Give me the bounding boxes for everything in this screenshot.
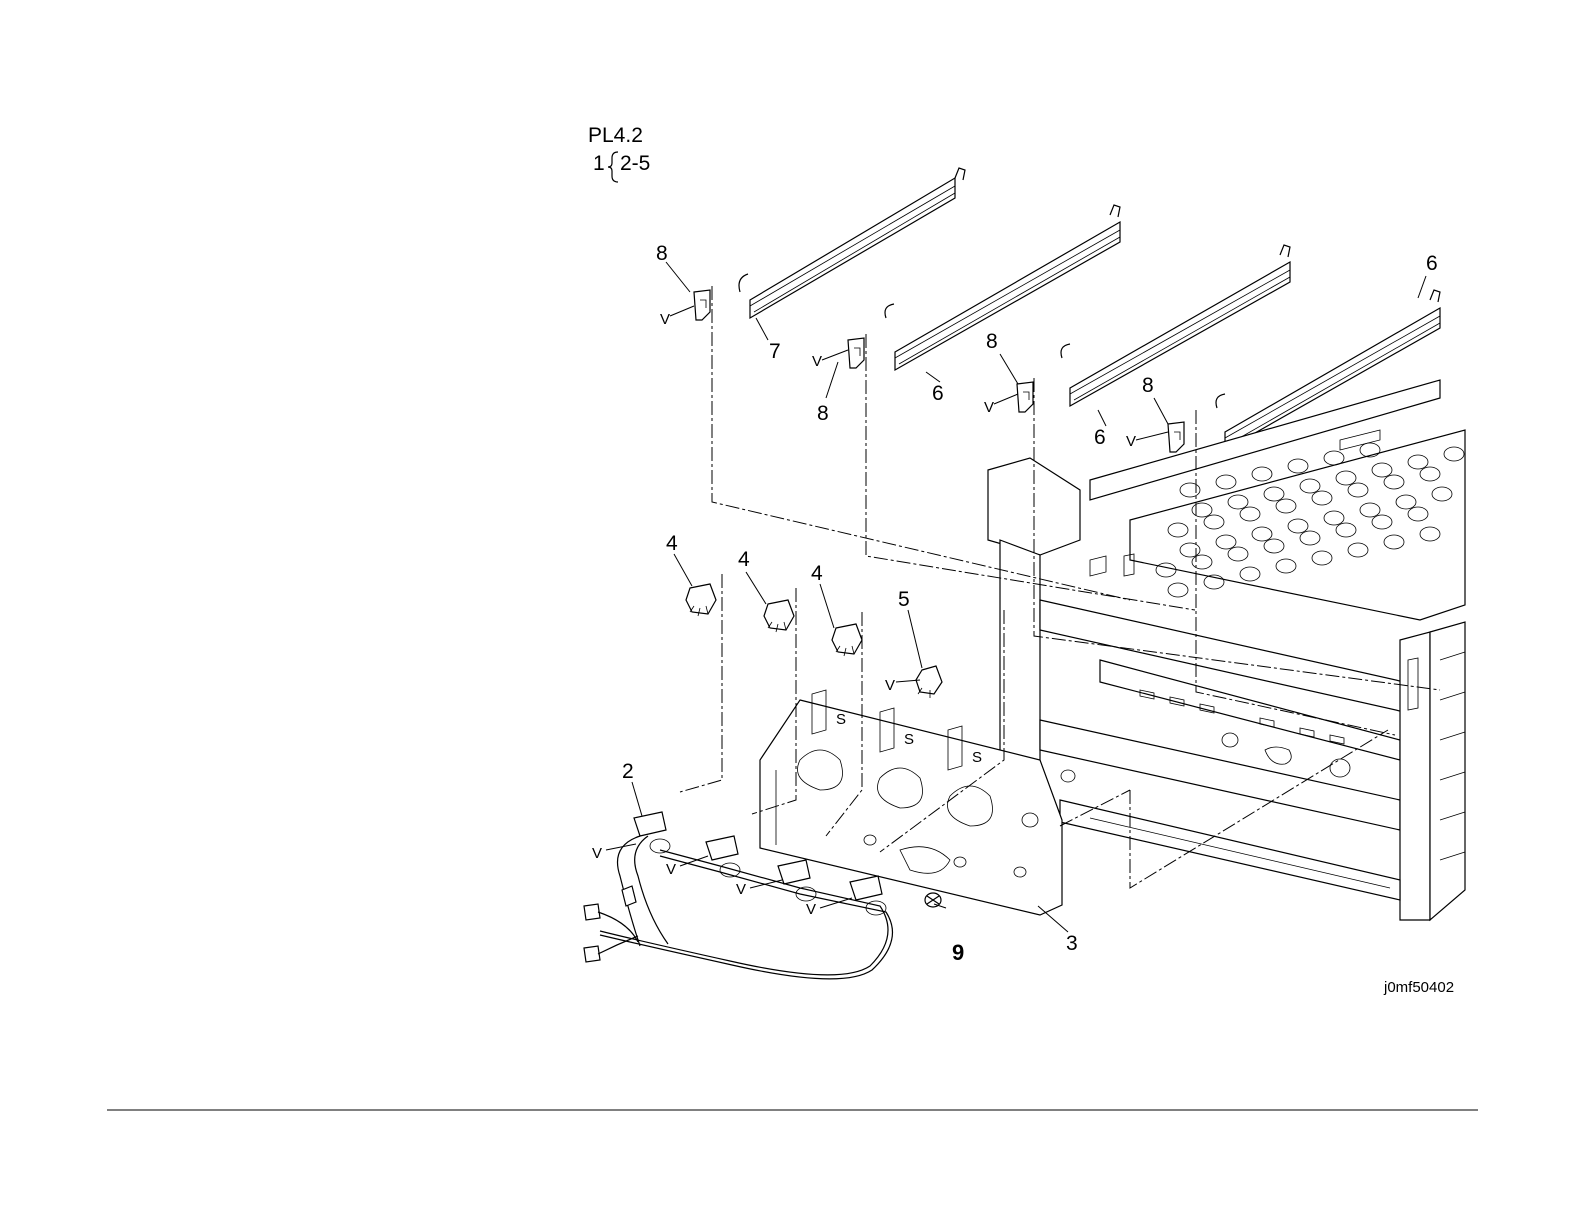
- sensor-4-b: [764, 600, 794, 632]
- callout-6-b: 6: [1094, 426, 1106, 449]
- callout-6-c: 6: [1426, 252, 1438, 275]
- mark-s: S: [836, 711, 846, 728]
- callout-2: 2: [622, 760, 634, 783]
- callout-4-a: 4: [666, 532, 678, 555]
- perforation-hole: [1216, 475, 1236, 489]
- callout-8-b: 8: [817, 402, 829, 425]
- sensor-4-c: [832, 624, 862, 656]
- plate-reference: PL4.2: [588, 124, 643, 147]
- perforation-hole: [1324, 451, 1344, 465]
- mark-v: V: [806, 901, 816, 918]
- callout-5: 5: [898, 588, 910, 611]
- mark-v: V: [736, 881, 746, 898]
- callout-4-c: 4: [811, 562, 823, 585]
- perforation-hole: [1180, 483, 1200, 497]
- assembly-brace: [608, 152, 618, 182]
- callout-3: 3: [1066, 932, 1078, 955]
- perforation-hole: [1360, 443, 1380, 457]
- bracket-8-c: [1017, 382, 1033, 412]
- rail-7: [739, 168, 965, 318]
- mark-v: V: [984, 399, 994, 416]
- perforation-hole: [1168, 583, 1188, 597]
- perforation-hole: [1252, 467, 1272, 481]
- mark-v: V: [885, 677, 895, 694]
- figure-id: j0mf50402: [1383, 979, 1454, 996]
- assembly-range: 2-5: [620, 152, 650, 175]
- callout-7: 7: [769, 340, 781, 363]
- sensor-4-a: [686, 584, 716, 616]
- sensor-5: [916, 666, 942, 698]
- mark-v: V: [666, 861, 676, 878]
- callout-9: 9: [952, 940, 964, 965]
- callout-4-b: 4: [738, 548, 750, 571]
- mark-s: S: [904, 731, 914, 748]
- assembly-item-number: 1: [593, 152, 605, 175]
- mark-v: V: [660, 311, 670, 328]
- bracket-8-a: [694, 290, 710, 320]
- mark-s: S: [972, 749, 982, 766]
- rail-6-b: [1061, 245, 1290, 406]
- mark-v: V: [592, 845, 602, 862]
- bracket-8-b: [848, 338, 864, 368]
- callout-8-a: 8: [656, 242, 668, 265]
- callout-6-a: 6: [932, 382, 944, 405]
- rail-6-a: [885, 205, 1120, 370]
- perforation-hole: [1288, 459, 1308, 473]
- callout-8-d: 8: [1142, 374, 1154, 397]
- screw-9: [925, 893, 941, 907]
- callout-8-c: 8: [986, 330, 998, 353]
- mark-v: V: [1126, 433, 1136, 450]
- mark-v: V: [812, 353, 822, 370]
- bracket-8-d: [1168, 422, 1184, 452]
